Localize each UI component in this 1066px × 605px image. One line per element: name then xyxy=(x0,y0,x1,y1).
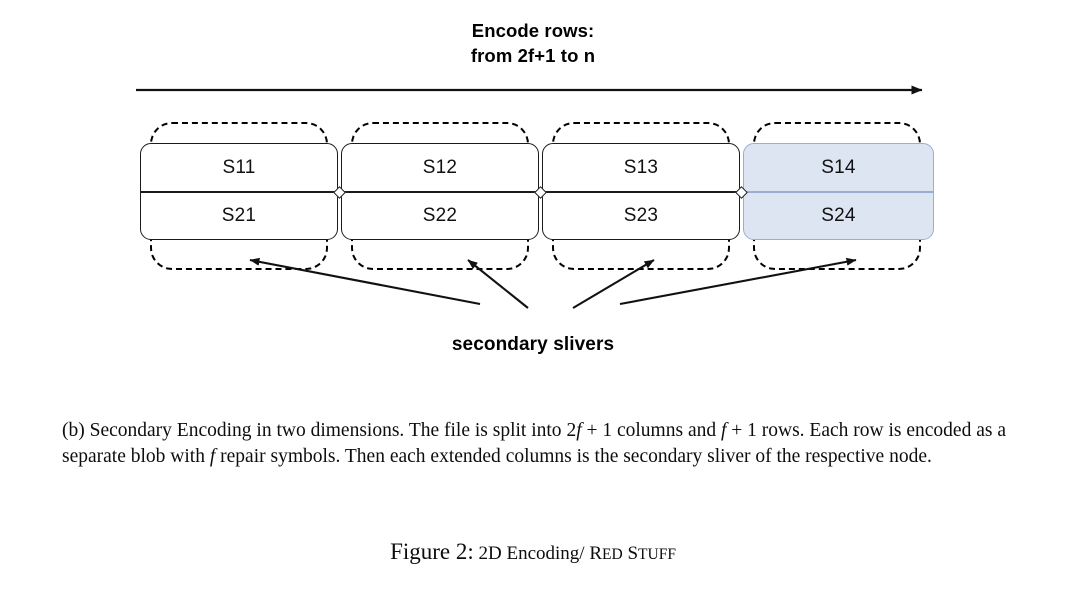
secondary-sliver-arrows-icon xyxy=(249,257,857,309)
redstuff-red-rest: ED xyxy=(602,546,623,563)
cell-s12[interactable]: S12 xyxy=(341,143,539,192)
figure-diagram: Encode rows: from 2f+1 to n S11 S21 S12 … xyxy=(0,18,1066,355)
cell-s14[interactable]: S14 xyxy=(743,143,934,192)
cell-s13[interactable]: S13 xyxy=(542,143,740,192)
cell-s21[interactable]: S21 xyxy=(140,192,338,240)
subfigure-caption: (b) Secondary Encoding in two dimensions… xyxy=(62,418,1006,469)
cell-s24[interactable]: S24 xyxy=(743,192,934,240)
cell-s22[interactable]: S22 xyxy=(341,192,539,240)
subcaption-math1-rest: + 1 xyxy=(581,420,613,441)
cell-s23[interactable]: S23 xyxy=(542,192,740,240)
subcaption-math3-var: f xyxy=(209,445,216,467)
subcaption-math2-rest: + 1 xyxy=(726,420,757,441)
subcaption-math1-num: 2 xyxy=(566,420,577,441)
figure-caption-redstuff: RED STUFF xyxy=(589,540,676,564)
encode-rows-title-line1: Encode rows: xyxy=(471,20,595,41)
subcaption-math1-var: f xyxy=(576,420,582,441)
subcaption-line3: columns is the secondary sliver of the r… xyxy=(505,445,932,467)
subcaption-line2-b: repair symbols. Then each extended xyxy=(215,445,501,467)
figure-caption-label: Figure 2: xyxy=(390,539,474,564)
subcaption-line1-b: columns and xyxy=(612,420,721,441)
subcaption-math2-var: f xyxy=(720,420,727,441)
encode-direction-arrow-icon xyxy=(136,85,923,95)
redstuff-red-initial: R xyxy=(589,543,603,564)
figure-caption-text: 2D Encoding/ xyxy=(478,543,590,564)
redstuff-stuff-rest: TUFF xyxy=(638,546,676,563)
sliver-grid: S11 S21 S12 S22 S13 S23 S14 S24 xyxy=(0,110,1066,280)
subcaption-line1-a: Secondary Encoding in two dimensions. Th… xyxy=(84,420,567,441)
encode-rows-title: Encode rows: from 2f+1 to n xyxy=(0,18,1066,68)
encode-rows-title-line2: from 2f+1 to n xyxy=(470,45,596,66)
figure-caption: Figure 2: 2D Encoding/ RED STUFF xyxy=(0,539,1066,565)
subcaption-line2-a: rows. Each row is encoded as a separate … xyxy=(62,420,1006,467)
redstuff-stuff-initial: S xyxy=(627,543,639,564)
cell-s11[interactable]: S11 xyxy=(140,143,338,192)
secondary-slivers-label: secondary slivers xyxy=(451,334,615,355)
subcaption-prefix: (b) xyxy=(62,420,85,441)
